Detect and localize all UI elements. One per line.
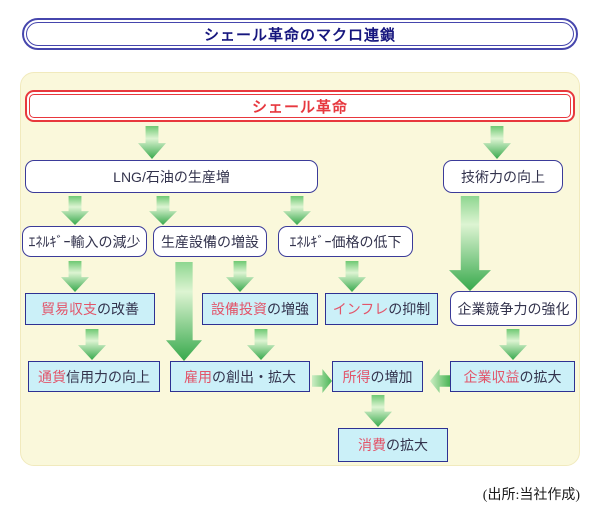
source-note: (出所:当社作成) — [482, 488, 580, 503]
node-capex-em: 設備投資 — [211, 301, 267, 317]
node-employment-em: 雇用 — [184, 368, 212, 385]
node-consumption-em: 消費 — [358, 437, 386, 453]
node-competitiveness: 企業競争力の強化 — [450, 291, 577, 326]
node-technology: 技術力の向上 — [443, 160, 563, 193]
node-inflation-control-em: インフレ — [332, 301, 389, 317]
node-technology-label: 技術力の向上 — [461, 168, 545, 185]
node-income-em: 所得 — [342, 368, 371, 385]
node-production-facilities-label: 生産設備の増設 — [161, 233, 259, 250]
node-corporate-profit-em: 企業収益 — [463, 368, 520, 385]
node-consumption-rest: の拡大 — [386, 437, 428, 453]
node-competitiveness-label: 企業競争力の強化 — [457, 300, 570, 317]
node-shale-revolution: シェール革命 — [25, 90, 575, 122]
title-banner-inner: シェール革命のマクロ連鎖 — [26, 22, 574, 46]
node-corporate-profit-rest: の拡大 — [519, 368, 562, 385]
node-capex: 設備投資の増強 — [202, 293, 318, 325]
node-corporate-profit: 企業収益の拡大 — [450, 361, 575, 392]
node-employment: 雇用の創出・拡大 — [170, 361, 310, 392]
diagram-panel — [20, 72, 580, 466]
node-shale-revolution-inner: シェール革命 — [29, 94, 571, 118]
node-currency-credibility: 通貨信用力の向上 — [28, 361, 160, 392]
node-energy-import-decline-label: ｴﾈﾙｷﾞｰ輸入の減少 — [28, 233, 141, 250]
node-capex-rest: の増強 — [267, 301, 309, 317]
node-energy-price-decline-label: ｴﾈﾙｷﾞｰ価格の低下 — [289, 233, 402, 250]
node-employment-rest: の創出・拡大 — [212, 368, 296, 385]
node-trade-balance-rest: の改善 — [97, 301, 139, 317]
node-currency-credibility-rest: 信用力の向上 — [66, 368, 150, 385]
node-inflation-control-rest: の抑制 — [388, 301, 431, 317]
node-income: 所得の増加 — [332, 361, 423, 392]
node-energy-price-decline: ｴﾈﾙｷﾞｰ価格の低下 — [278, 226, 413, 257]
node-shale-revolution-label: シェール革命 — [251, 98, 348, 116]
node-currency-credibility-em: 通貨 — [38, 368, 66, 385]
node-lng-production: LNG/石油の生産増 — [25, 160, 318, 193]
node-income-rest: の増加 — [370, 368, 413, 385]
node-production-facilities: 生産設備の増設 — [153, 226, 267, 257]
page-title: シェール革命のマクロ連鎖 — [203, 26, 396, 44]
title-banner: シェール革命のマクロ連鎖 — [22, 18, 578, 50]
node-inflation-control: インフレの抑制 — [325, 293, 438, 325]
node-trade-balance: 貿易収支の改善 — [25, 293, 155, 325]
node-energy-import-decline: ｴﾈﾙｷﾞｰ輸入の減少 — [22, 226, 147, 257]
node-lng-production-label: LNG/石油の生産増 — [113, 168, 230, 185]
node-consumption: 消費の拡大 — [338, 428, 448, 462]
node-trade-balance-em: 貿易収支 — [41, 301, 97, 317]
